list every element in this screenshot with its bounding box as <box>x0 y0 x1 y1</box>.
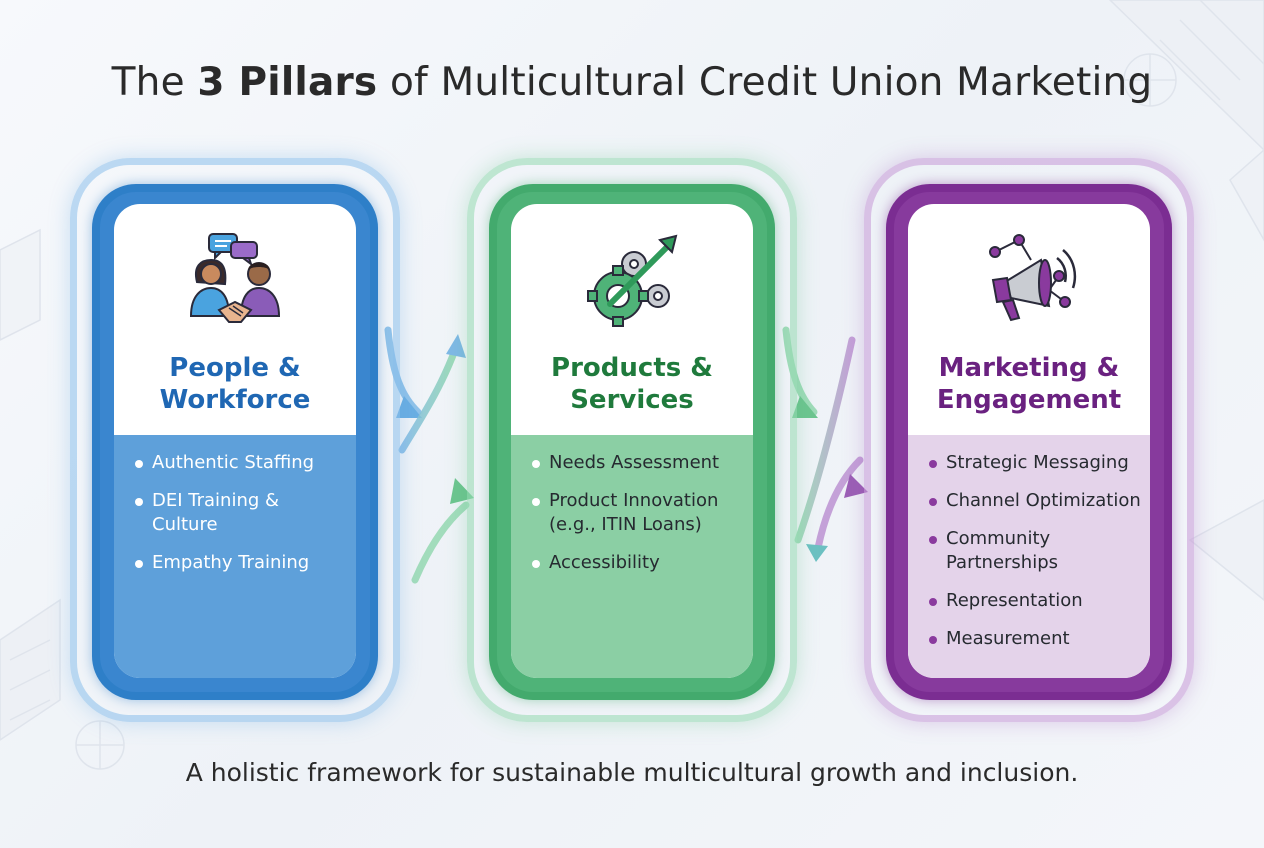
pillar-products-services: Products & Services Needs Assessment Pro… <box>467 158 797 722</box>
list-item: Community Partnerships <box>928 527 1142 575</box>
pillar-outer-glow <box>70 158 400 722</box>
list-item: Product Innovation (e.g., ITIN Loans) <box>531 489 745 537</box>
list-item: Strategic Messaging <box>928 451 1142 475</box>
arrow-link-green-purple <box>794 336 856 544</box>
pillar-marketing-engagement: Marketing & Engagement Strategic Messagi… <box>864 158 1194 722</box>
list-item: Accessibility <box>531 551 745 575</box>
arrow-products-to-people <box>411 501 470 584</box>
pillar-heading: Products & Services <box>551 353 713 415</box>
pillar-item-list: Strategic Messaging Channel Optimization… <box>908 435 1150 678</box>
list-item: Empathy Training <box>134 551 348 575</box>
pillar-heading: People & Workforce <box>159 353 311 415</box>
page-title: The 3 Pillars of Multicultural Credit Un… <box>111 60 1153 105</box>
arrow-marketing-to-products <box>814 456 864 552</box>
megaphone-network-icon <box>989 234 1077 322</box>
arrow-link-blue-green <box>398 346 459 454</box>
pillar-card: People & Workforce Authentic Staffing DE… <box>114 204 356 678</box>
list-item: Channel Optimization <box>928 489 1142 513</box>
list-item: Authentic Staffing <box>134 451 348 475</box>
list-item: Representation <box>928 589 1142 613</box>
pillar-card: Products & Services Needs Assessment Pro… <box>511 204 753 678</box>
pillar-item-list: Authentic Staffing DEI Training & Cultur… <box>114 435 356 678</box>
list-item: DEI Training & Culture <box>134 489 348 537</box>
pillar-card: Marketing & Engagement Strategic Messagi… <box>908 204 1150 678</box>
people-handshake-chat-icon <box>189 233 281 323</box>
pillar-item-list: Needs Assessment Product Innovation (e.g… <box>511 435 753 678</box>
list-item: Needs Assessment <box>531 451 745 475</box>
pillar-people-workforce: People & Workforce Authentic Staffing DE… <box>70 158 400 722</box>
pillar-outer-glow <box>864 158 1194 722</box>
list-item: Measurement <box>928 627 1142 651</box>
pillar-heading: Marketing & Engagement <box>936 353 1122 415</box>
footer-tagline: A holistic framework for sustainable mul… <box>185 758 1079 787</box>
pillar-outer-glow <box>467 158 797 722</box>
gears-growth-arrow-icon <box>587 234 678 327</box>
